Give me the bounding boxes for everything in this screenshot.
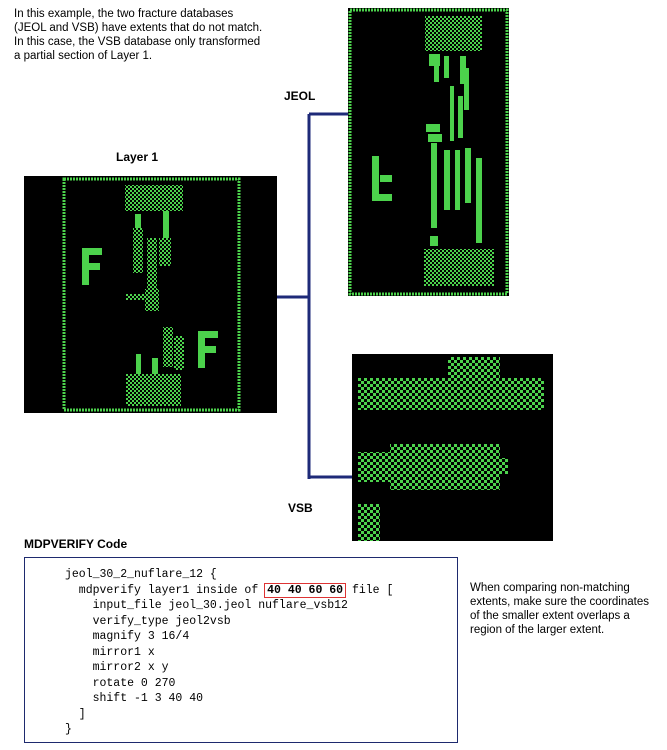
layer1-layout-image <box>24 176 277 413</box>
code-line-10: ] <box>65 707 86 721</box>
code-line-2-suffix: file [ <box>345 583 394 597</box>
code-line-2-prefix: mdpverify layer1 inside of <box>65 583 266 597</box>
code-box: jeol_30_2_nuflare_12 { mdpverify layer1 … <box>24 557 458 743</box>
vsb-label: VSB <box>288 501 313 515</box>
side-note: When comparing non-matching extents, mak… <box>470 582 649 636</box>
code-line-5: magnify 3 16/4 <box>65 630 190 643</box>
code-listing: jeol_30_2_nuflare_12 { mdpverify layer1 … <box>65 567 393 738</box>
jeol-layout-image <box>348 8 509 296</box>
code-line-8: rotate 0 270 <box>65 676 176 690</box>
vsb-layout-image <box>352 354 553 541</box>
intro-text: In this example, the two fracture databa… <box>14 8 263 62</box>
code-line-11: } <box>65 723 72 736</box>
code-line-9: shift -1 3 40 40 <box>65 692 204 705</box>
code-line-1: jeol_30_2_nuflare_12 { <box>65 568 217 581</box>
code-line-2-highlight: 40 40 60 60 <box>264 582 347 598</box>
layer1-label: Layer 1 <box>116 150 159 164</box>
connector-lines <box>276 112 356 479</box>
code-line-6: mirror1 x <box>65 645 155 659</box>
code-line-4: verify_type jeol2vsb <box>65 614 231 628</box>
code-line-3: input_file jeol_30.jeol nuflare_vsb12 <box>65 599 348 612</box>
jeol-label: JEOL <box>284 89 316 103</box>
code-section-title: MDPVERIFY Code <box>24 537 128 551</box>
code-line-7: mirror2 x y <box>65 661 169 674</box>
